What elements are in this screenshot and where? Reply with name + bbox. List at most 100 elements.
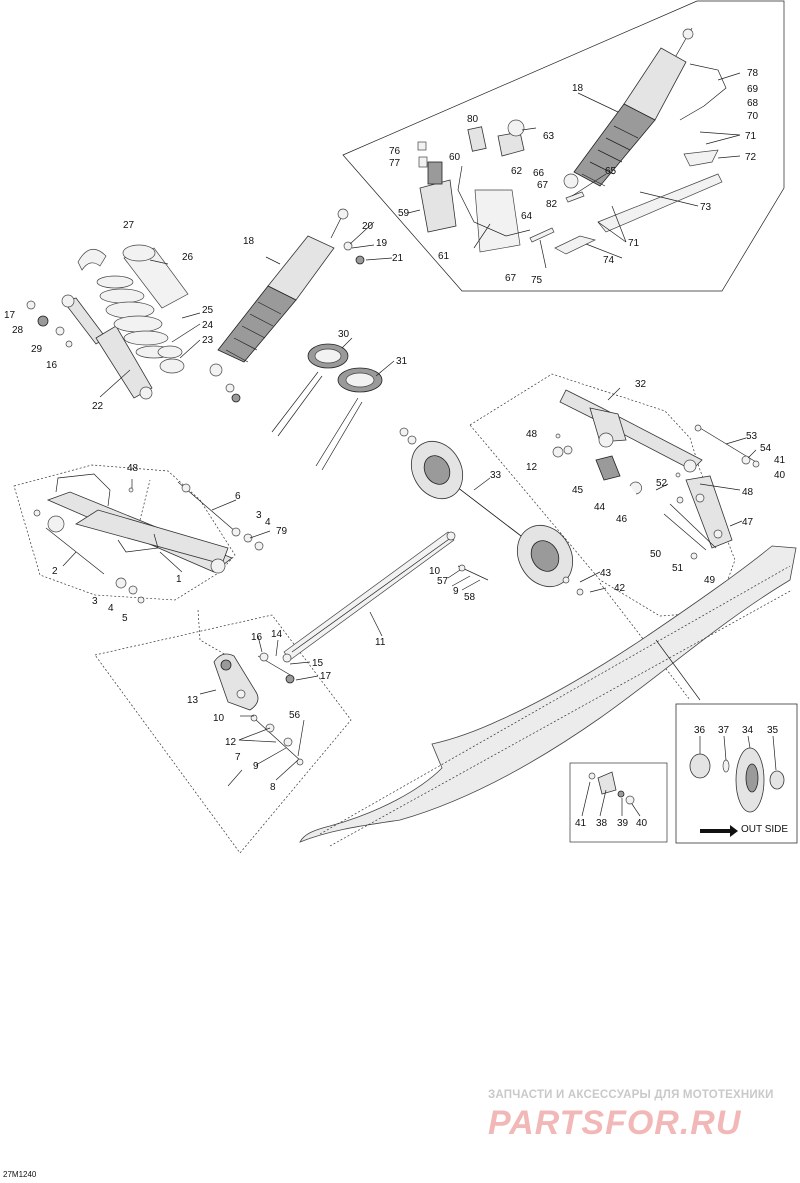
callout-34: 34	[742, 725, 754, 736]
callout-60: 60	[449, 152, 461, 163]
callout-63: 63	[543, 131, 555, 142]
inset-axle-parts	[588, 771, 635, 805]
bracket-47	[663, 472, 733, 560]
link-rod-6	[177, 481, 264, 551]
callout-49: 49	[704, 575, 716, 586]
callout-18-top: 18	[572, 83, 584, 94]
callout-36: 36	[694, 725, 706, 736]
callout-30: 30	[338, 329, 350, 340]
callout-79: 79	[276, 526, 288, 537]
callout-41-inset: 41	[575, 818, 587, 829]
callout-59: 59	[398, 208, 410, 219]
axle-33	[399, 427, 584, 596]
callout-3-right: 3	[256, 510, 262, 521]
callout-62: 62	[511, 166, 523, 177]
inset-wheel-axle	[569, 762, 668, 843]
leader-lines	[62, 72, 777, 817]
callout-54: 54	[760, 443, 772, 454]
callout-26: 26	[182, 252, 194, 263]
callout-50: 50	[650, 549, 662, 560]
center-shock-spring	[26, 244, 189, 400]
callout-10-left: 10	[213, 713, 225, 724]
callout-18-center: 18	[243, 236, 255, 247]
callout-47: 47	[742, 517, 754, 528]
callout-38: 38	[596, 818, 608, 829]
rear-arm-boundary	[469, 373, 736, 617]
callout-40-rear: 40	[774, 470, 786, 481]
rear-shock-upper	[563, 27, 727, 189]
callout-9-right: 9	[453, 586, 459, 597]
callout-13: 13	[187, 695, 199, 706]
callout-65: 65	[605, 166, 617, 177]
arrow-right-icon	[700, 825, 738, 837]
callout-6: 6	[235, 491, 241, 502]
callout-27: 27	[123, 220, 135, 231]
inset-wheel-parts	[689, 747, 785, 813]
shock-brackets	[417, 119, 723, 255]
callout-82: 82	[546, 199, 558, 210]
callout-9-left: 9	[253, 761, 259, 772]
link-rod-53	[694, 424, 760, 468]
callout-66: 66	[533, 168, 545, 179]
callout-17-left: 17	[4, 310, 16, 321]
watermark-logo: PARTSFOR.RU	[488, 1104, 742, 1142]
callout-77: 77	[389, 158, 401, 169]
callout-14: 14	[271, 629, 283, 640]
callout-15: 15	[312, 658, 324, 669]
torsion-springs	[271, 343, 383, 471]
callout-52: 52	[656, 478, 668, 489]
callout-11: 11	[375, 637, 386, 648]
callout-76: 76	[389, 146, 401, 157]
arm-link-dash	[139, 479, 151, 521]
callout-22: 22	[92, 401, 104, 412]
callout-72: 72	[745, 152, 757, 163]
callout-32: 32	[635, 379, 647, 390]
front-arm-boundary	[13, 464, 236, 601]
callout-44: 44	[594, 502, 606, 513]
callout-1: 1	[176, 574, 182, 585]
out-side-label: OUT SIDE	[741, 824, 789, 835]
callout-4-right: 4	[265, 517, 271, 528]
callout-80: 80	[467, 114, 479, 125]
callout-35: 35	[767, 725, 779, 736]
callout-78: 78	[747, 68, 759, 79]
callout-43: 43	[600, 568, 612, 579]
watermark-caption: ЗАПЧАСТИ И АКСЕССУАРЫ ДЛЯ МОТОТЕХНИКИ	[488, 1089, 774, 1101]
callout-12-left: 12	[225, 737, 237, 748]
callout-25: 25	[202, 305, 214, 316]
callout-2: 2	[52, 566, 58, 577]
callout-20: 20	[362, 221, 374, 232]
front-shock	[209, 208, 365, 403]
linkage-13	[213, 652, 304, 766]
callout-16-left: 16	[46, 360, 58, 371]
callout-74: 74	[603, 255, 615, 266]
callout-12-rear: 12	[526, 462, 538, 473]
rod-11	[282, 531, 456, 663]
callout-48-front: 48	[127, 463, 139, 474]
callout-61: 61	[438, 251, 450, 262]
callout-51: 51	[672, 563, 684, 574]
callout-42: 42	[614, 583, 626, 594]
callout-64: 64	[521, 211, 533, 222]
callout-28: 28	[12, 325, 24, 336]
callout-17-center: 17	[320, 671, 332, 682]
callout-37: 37	[718, 725, 730, 736]
callout-75: 75	[531, 275, 543, 286]
callout-67-bottom: 67	[505, 273, 517, 284]
callout-3-left: 3	[92, 596, 98, 607]
callout-73: 73	[700, 202, 712, 213]
callout-53: 53	[746, 431, 758, 442]
callout-57: 57	[437, 576, 449, 587]
callout-48-rear: 48	[526, 429, 538, 440]
callout-69: 69	[747, 84, 759, 95]
figure-code: 27M1240	[3, 1170, 37, 1179]
callout-7: 7	[235, 752, 241, 763]
callout-4-left: 4	[108, 603, 114, 614]
rear-arm-32	[552, 389, 703, 495]
callout-46: 46	[616, 514, 628, 525]
callout-40-inset: 40	[636, 818, 648, 829]
callout-71-top: 71	[745, 131, 757, 142]
callout-48-right: 48	[742, 487, 754, 498]
callout-56: 56	[289, 710, 301, 721]
callout-10-right: 10	[429, 566, 441, 577]
